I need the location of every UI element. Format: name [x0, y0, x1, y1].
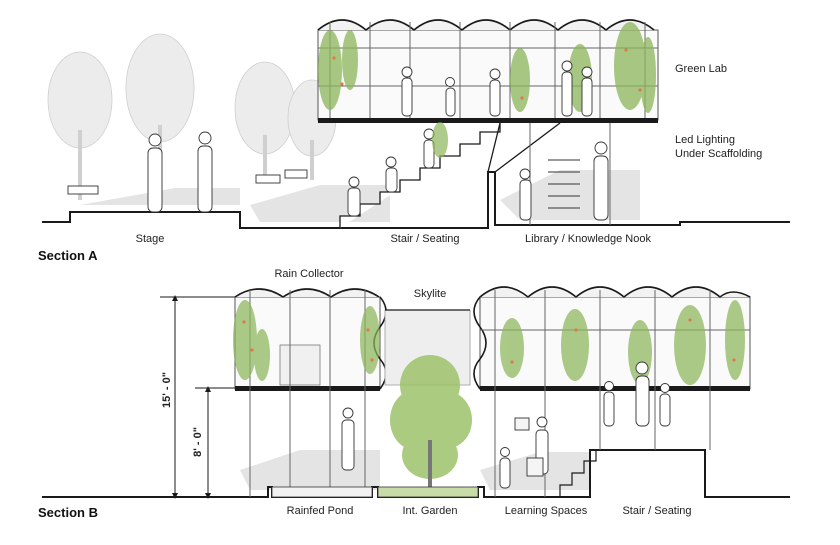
dimension-floor-height: 8' - 0"	[192, 427, 204, 457]
stage-performers	[147, 131, 213, 213]
label-stair-seating-a: Stair / Seating	[390, 233, 460, 245]
label-led-lighting: Led Lighting	[675, 134, 735, 146]
section-a-title: Section A	[38, 248, 98, 263]
learning-spaces-module	[473, 286, 751, 497]
green-lab-module	[317, 19, 659, 123]
label-learning-spaces: Learning Spaces	[504, 505, 588, 517]
label-rainfed-pond: Rainfed Pond	[286, 505, 354, 517]
stair-seating-a	[339, 122, 561, 228]
library-nook	[519, 123, 611, 225]
label-int-garden: Int. Garden	[402, 505, 458, 517]
label-rain-collector: Rain Collector	[274, 268, 344, 280]
skylite-garden	[377, 309, 479, 498]
label-stage: Stage	[135, 233, 165, 245]
rainfed-pond	[271, 486, 373, 498]
background-trees	[47, 33, 337, 205]
label-under-scaffolding: Under Scaffolding	[675, 148, 763, 160]
label-library: Library / Knowledge Nook	[525, 233, 651, 245]
section-a-drawing	[42, 19, 790, 229]
rain-collector-module	[233, 288, 387, 498]
section-b-drawing	[42, 286, 790, 499]
dimension-overall-height: 15' - 0"	[161, 372, 173, 408]
section-b-title: Section B	[38, 505, 98, 520]
label-green-lab: Green Lab	[675, 63, 727, 75]
label-skylite: Skylite	[413, 288, 447, 300]
dimension-lines	[160, 296, 235, 498]
label-stair-seating-b: Stair / Seating	[622, 505, 692, 517]
section-a-ground-line	[42, 171, 790, 229]
